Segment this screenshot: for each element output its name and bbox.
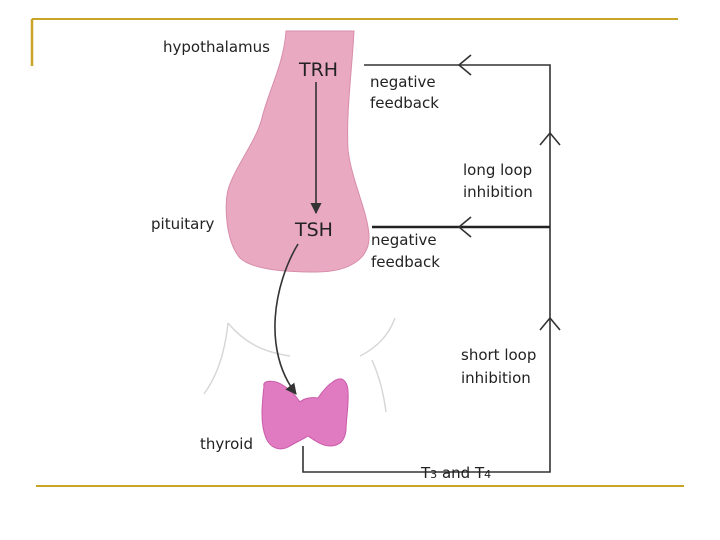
long-loop-label-line2: inhibition [463,183,533,201]
t4-number: 4 [484,468,491,481]
pituitary-label: pituitary [151,215,214,233]
trh-label: TRH [298,59,338,81]
short-loop-label-line1: short loop [461,346,536,364]
hypothalamus-label: hypothalamus [163,38,270,56]
feedback-loop-line [302,64,551,473]
tsh-label: TSH [294,219,333,241]
top-feedback-label-line1: negative [370,73,436,91]
t3-number: 3 [430,468,437,481]
middle-feedback-label-line2: feedback [371,253,440,271]
t3-t4-label: T3 and T4 [420,464,491,482]
hypothalamus-pituitary-gland [225,30,370,273]
t4-prefix: T [474,464,485,482]
short-loop-up-arrowhead [539,316,561,331]
tsh-to-thyroid-arrow [274,243,299,395]
top-feedback-arrowhead [457,54,472,76]
long-loop-up-arrowhead [539,131,561,146]
neck-outline [203,317,396,413]
long-loop-label-line1: long loop [463,161,532,179]
thyroid-label: thyroid [200,435,253,453]
top-feedback-label-line2: feedback [370,94,439,112]
middle-feedback-arrowhead [457,216,472,238]
t3-prefix: T [420,464,431,482]
middle-feedback-label-line1: negative [371,231,437,249]
and-text: and [437,464,475,482]
thyroid-gland [261,378,349,450]
short-loop-label-line2: inhibition [461,369,531,387]
